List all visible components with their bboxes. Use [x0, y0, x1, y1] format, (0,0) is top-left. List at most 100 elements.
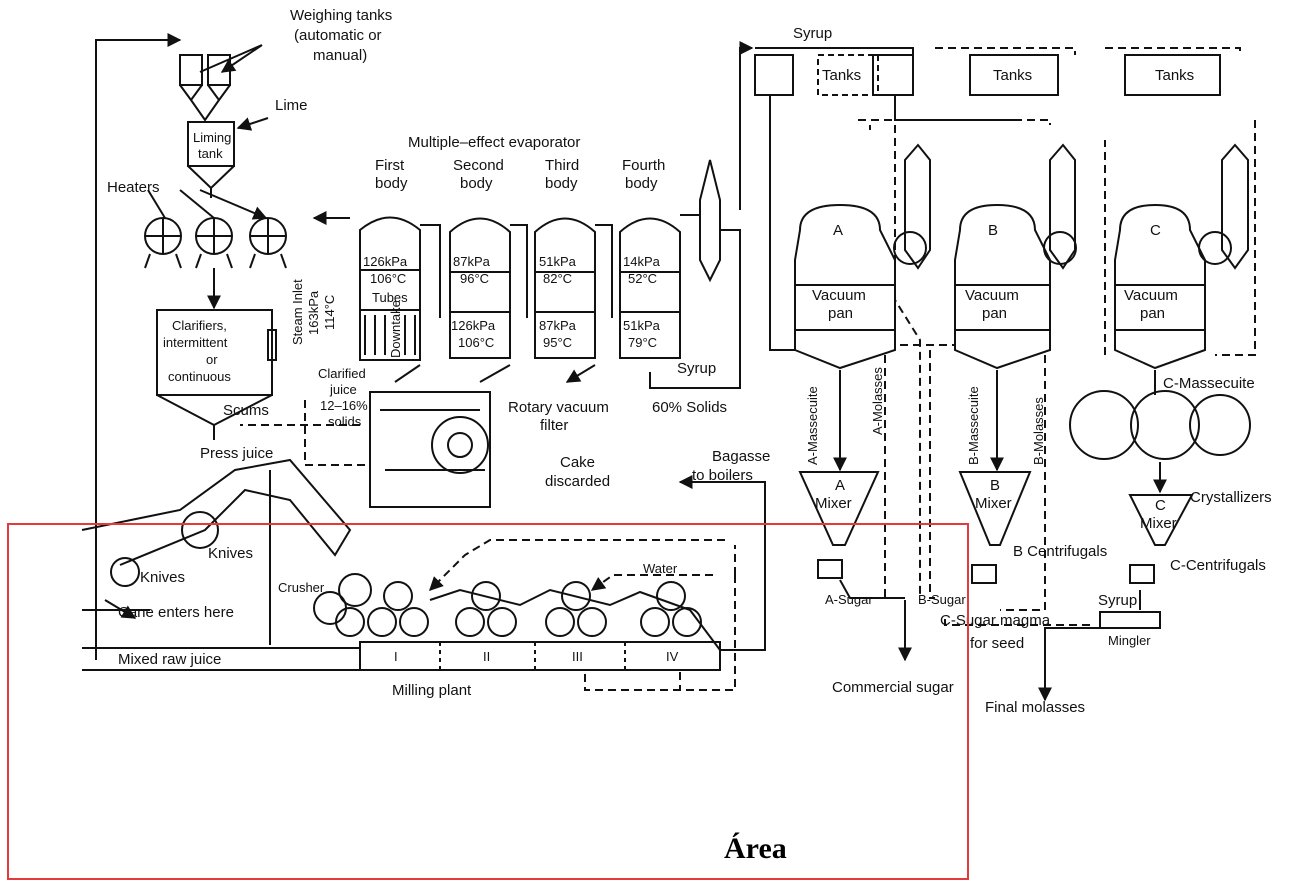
- label-b2-bottom-pressure: 126kPa: [451, 318, 496, 333]
- label-mixer-a: Mixer: [815, 495, 852, 512]
- label-syrup-evaporator: Syrup: [677, 360, 716, 377]
- label-mill-4: IV: [666, 649, 679, 664]
- label-tanks-c: Tanks: [1155, 67, 1194, 84]
- label-clarifiers-3: or: [206, 352, 218, 367]
- heaters: [145, 218, 286, 268]
- crystallizer-1: [1070, 391, 1138, 459]
- label-b3-bottom-temp: 95°C: [543, 335, 572, 350]
- label-b-sugar: B-Sugar: [918, 592, 966, 607]
- label-fourth-body-2: body: [625, 175, 658, 192]
- label-c-sugar-magma: C-Sugar magma: [940, 612, 1051, 629]
- label-pan-a-word: pan: [828, 305, 853, 322]
- label-crusher: Crusher: [278, 580, 325, 595]
- label-mixer-a-letter: A: [835, 477, 845, 494]
- label-second-body-2: body: [460, 175, 493, 192]
- mill-1: [368, 582, 428, 636]
- label-b3-bottom-pressure: 87kPa: [539, 318, 577, 333]
- area-label: Área: [724, 832, 787, 865]
- label-steam-inlet-1: Steam Inlet: [290, 279, 305, 345]
- label-fourth-body-1: Fourth: [622, 157, 665, 174]
- label-b-molasses: B-Molasses: [1031, 397, 1046, 465]
- label-b-centrifugals: B Centrifugals: [1013, 543, 1107, 560]
- label-c-centrifugals: C-Centrifugals: [1170, 557, 1266, 574]
- label-third-body-2: body: [545, 175, 578, 192]
- label-tanks-a: Tanks: [822, 67, 861, 84]
- label-weighing-tanks: Weighing tanks: [290, 7, 392, 24]
- rotary-vacuum-filter: [370, 392, 490, 507]
- label-clarifiers-1: Clarifiers,: [172, 318, 227, 333]
- label-mixer-b-letter: B: [990, 477, 1000, 494]
- label-bagasse-2: to boilers: [692, 467, 753, 484]
- label-clarified-2: juice: [329, 382, 357, 397]
- label-pan-c-word: pan: [1140, 305, 1165, 322]
- label-liming-tank-1: Liming: [193, 130, 231, 145]
- label-a-molasses: A-Molasses: [870, 367, 885, 435]
- label-mixer-b: Mixer: [975, 495, 1012, 512]
- label-vacuum-b: Vacuum: [965, 287, 1019, 304]
- label-mill-1: I: [394, 649, 398, 664]
- label-b3-top-pressure: 51kPa: [539, 254, 577, 269]
- label-b1-top-pressure: 126kPa: [363, 254, 408, 269]
- label-commercial-sugar: Commercial sugar: [832, 679, 954, 696]
- label-rotary-vacuum-2: filter: [540, 417, 568, 434]
- label-heaters: Heaters: [107, 179, 160, 196]
- label-vacuum-c: Vacuum: [1124, 287, 1178, 304]
- label-mixer-c-letter: C: [1155, 497, 1166, 514]
- label-pan-c: C: [1150, 222, 1161, 239]
- label-b3-top-temp: 82°C: [543, 271, 572, 286]
- label-bagasse-1: Bagasse: [712, 448, 770, 465]
- label-water: Water: [643, 561, 678, 576]
- label-mill-2: II: [483, 649, 490, 664]
- label-clarified-4: solids: [328, 414, 362, 429]
- label-clarifiers-2: intermittent: [163, 335, 228, 350]
- label-b4-top-temp: 52°C: [628, 271, 657, 286]
- label-crystallizers: Crystallizers: [1190, 489, 1272, 506]
- label-b2-bottom-temp: 106°C: [458, 335, 494, 350]
- label-mill-3: III: [572, 649, 583, 664]
- label-press-juice: Press juice: [200, 445, 273, 462]
- label-scums: Scums: [223, 402, 269, 419]
- label-pan-b-word: pan: [982, 305, 1007, 322]
- label-steam-inlet-2: 163kPa: [306, 290, 321, 335]
- label-cake-1: Cake: [560, 454, 595, 471]
- label-third-body-1: Third: [545, 157, 579, 174]
- label-b4-bottom-pressure: 51kPa: [623, 318, 661, 333]
- label-steam-inlet-3: 114°C: [322, 295, 337, 330]
- label-vacuum-a: Vacuum: [812, 287, 866, 304]
- label-mingler: Mingler: [1108, 633, 1151, 648]
- label-final-molasses: Final molasses: [985, 699, 1085, 716]
- label-cake-2: discarded: [545, 473, 610, 490]
- label-rotary-vacuum-1: Rotary vacuum: [508, 399, 609, 416]
- label-knives-lower: Knives: [140, 569, 185, 586]
- label-a-sugar: A-Sugar: [825, 592, 873, 607]
- label-clarifiers-4: continuous: [168, 369, 231, 384]
- label-downtake: Downtake: [388, 300, 403, 358]
- label-b1-top-temp: 106°C: [370, 271, 406, 286]
- label-b4-bottom-temp: 79°C: [628, 335, 657, 350]
- label-second-body-1: Second: [453, 157, 504, 174]
- label-60-solids: 60% Solids: [652, 399, 727, 416]
- label-c-massecuite: C-Massecuite: [1163, 375, 1255, 392]
- label-tanks-b: Tanks: [993, 67, 1032, 84]
- weighing-tank-left: [180, 55, 202, 85]
- label-clarified-3: 12–16%: [320, 398, 368, 413]
- label-weighing-tanks-sub2: manual): [313, 47, 367, 64]
- label-clarified-1: Clarified: [318, 366, 366, 381]
- label-syrup-c: Syrup: [1098, 592, 1137, 609]
- label-b4-top-pressure: 14kPa: [623, 254, 661, 269]
- label-b2-top-temp: 96°C: [460, 271, 489, 286]
- label-lime: Lime: [275, 97, 308, 114]
- label-a-massecuite: A-Massecuite: [805, 386, 820, 465]
- label-first-body-2: body: [375, 175, 408, 192]
- label-b-massecuite: B-Massecuite: [966, 386, 981, 465]
- label-mixed-raw-juice: Mixed raw juice: [118, 651, 221, 668]
- crystallizer-2: [1131, 391, 1199, 459]
- label-mixer-c: Mixer: [1140, 515, 1177, 532]
- label-pan-b: B: [988, 222, 998, 239]
- label-b2-top-pressure: 87kPa: [453, 254, 491, 269]
- label-evaporator-title: Multiple–effect evaporator: [408, 134, 580, 151]
- label-knives-upper: Knives: [208, 545, 253, 562]
- label-pan-a: A: [833, 222, 843, 239]
- label-first-body-1: First: [375, 157, 405, 174]
